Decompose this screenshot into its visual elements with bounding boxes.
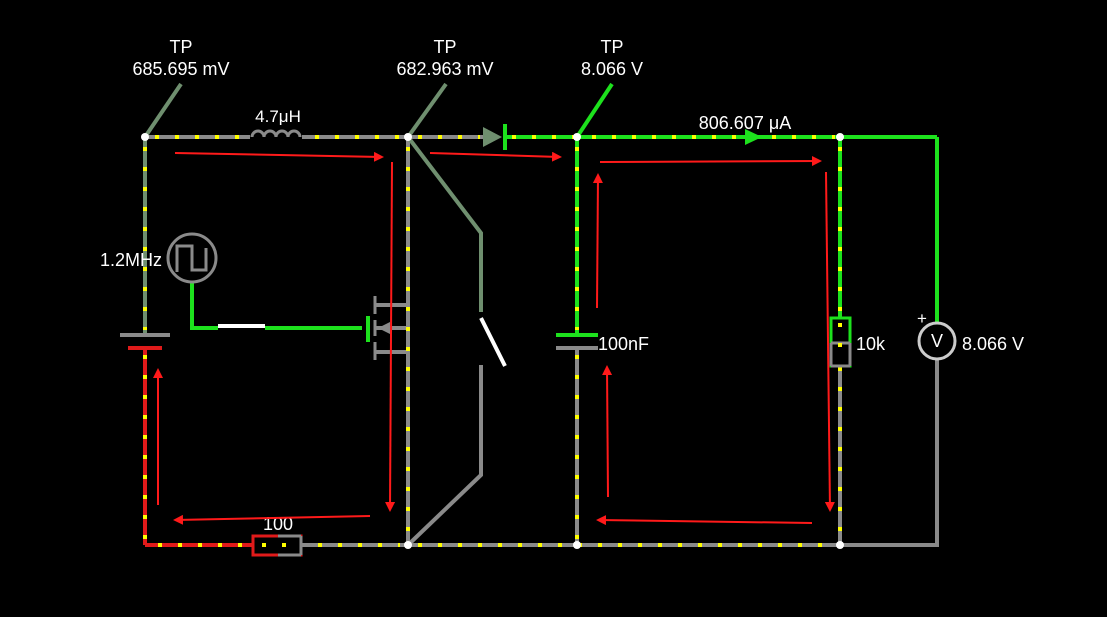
current-arrow (602, 365, 613, 498)
current-arrows (153, 151, 835, 526)
capacitor-label: 100nF (598, 334, 649, 354)
square-wave-source[interactable]: 1.2MHz (100, 232, 218, 284)
wire-voltmeter-minus[interactable] (840, 360, 939, 547)
diode[interactable] (483, 124, 507, 150)
probe-title: TP (169, 37, 192, 57)
load-resistor[interactable]: 10k (829, 316, 886, 368)
source-frequency-label: 1.2MHz (100, 250, 162, 270)
load-resistor-label: 10k (856, 334, 886, 354)
current-arrow (385, 161, 396, 512)
switch-blade[interactable] (479, 317, 507, 367)
current-arrow (592, 173, 603, 309)
sense-resistor[interactable]: 100 (251, 514, 303, 557)
probe-lead-2 (406, 82, 448, 139)
voltmeter-plus-label: + (917, 309, 927, 328)
test-probe-2[interactable]: TP 682.963 mV (396, 37, 493, 79)
voltmeter[interactable]: V + 8.066 V (917, 309, 1024, 361)
current-arrow (596, 515, 813, 526)
inductor-label: 4.7μH (255, 107, 301, 126)
current-arrow (599, 156, 822, 167)
probe-lead-1 (143, 82, 183, 139)
capacitor[interactable]: 100nF (556, 333, 649, 354)
mosfet[interactable] (366, 296, 390, 360)
inductor[interactable]: 4.7μH (250, 107, 302, 143)
current-arrow (429, 151, 562, 162)
probe-value: 8.066 V (581, 59, 643, 79)
test-probe-1[interactable]: TP 685.695 mV (132, 37, 229, 79)
probe-title: TP (433, 37, 456, 57)
square-wave-icon (175, 244, 208, 272)
probe-value: 682.963 mV (396, 59, 493, 79)
test-probe-3[interactable]: TP 8.066 V (581, 37, 643, 79)
current-arrow (173, 514, 371, 525)
voltmeter-reading: 8.066 V (962, 334, 1024, 354)
voltmeter-icon: V (931, 331, 943, 351)
wire-switch-top[interactable] (406, 135, 483, 312)
dc-source[interactable] (120, 333, 170, 350)
current-arrow (824, 171, 835, 512)
probe-title: TP (600, 37, 623, 57)
probe-lead-3 (575, 82, 614, 139)
wire-gate-drive[interactable] (190, 283, 218, 330)
wire-switch-bottom[interactable] (406, 365, 483, 547)
nodes (141, 133, 844, 549)
wires (143, 82, 939, 547)
output-current-label: 806.607 μA (699, 113, 791, 133)
current-direction-icon (745, 129, 762, 145)
probe-value: 685.695 mV (132, 59, 229, 79)
current-arrow (174, 151, 384, 162)
